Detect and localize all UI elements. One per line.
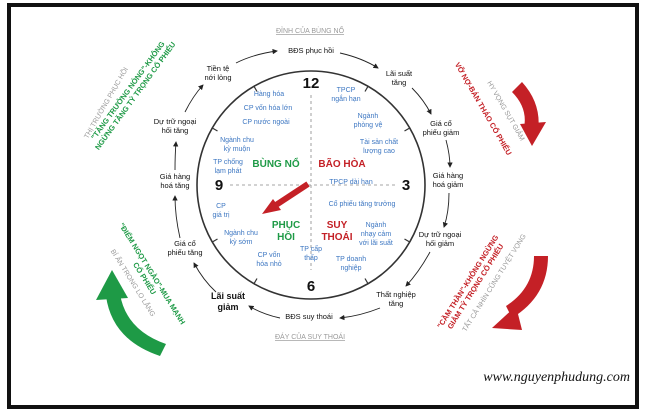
sector-rate-sensitive-3: với lãi suất [359,238,393,247]
sector-small-cap-1: CP vốn [258,250,281,259]
cycle-reserves-down-2: hối giảm [426,239,454,248]
peak-label: ĐỈNH CỦA BÙNG NỔ [276,26,345,35]
sector-long-gov-bonds: TPCP dài hạn [329,179,373,186]
sector-quality-assets-1: Tài sản chất [360,137,398,146]
sector-short-gov-bonds-1: TPCP [337,87,356,94]
quadrant-recovery-2: HỒI [277,230,295,243]
sector-defensive-1: Ngành [358,113,379,120]
sector-corporate-bonds-2: nghiệp [340,265,361,272]
cycle-commodities-up-1: Giá hàng [160,172,190,181]
sector-early-cycle-2: kỳ sớm [230,239,253,246]
cycle-monetary-easing-2: nới lỏng [204,73,231,82]
cycle-arrows [172,48,453,321]
sector-foreign-stocks: CP nước ngoài [242,119,290,126]
red-arrow-bottom-right [492,256,548,330]
cycle-real-estate-recovery: BĐS phục hồi [288,46,334,55]
cycle-commodities-down-1: Giá hàng [433,171,463,180]
cycle-commodities-up-2: hoá tăng [160,181,189,190]
cycle-reserves-up-1: Dự trữ ngoại [154,117,197,126]
clock-12: 12 [303,75,320,92]
sector-corporate-bonds-1: TP doanh [336,256,366,263]
trough-label: ĐÁY CỦA SUY THOÁI [275,332,345,341]
cycle-rates-up-2: tăng [392,78,407,87]
cycle-unemployment-up-1: Thất nghiệp [376,290,416,299]
cycle-real-estate-recession: BĐS suy thoái [285,312,333,321]
sector-low-grade-bonds-2: thấp [304,253,318,262]
quadrant-saturation: BÃO HÒA [318,157,365,170]
cycle-rates-down-1: Lãi suất [211,291,245,301]
sector-low-grade-bonds-1: TP cấp [300,244,322,253]
quadrant-recession-2: THOÁI [321,230,352,243]
quadrant-recovery-1: PHỤC [272,220,300,231]
cycle-stocks-down-1: Giá cổ [430,119,452,128]
clock-hand-arrow [262,181,310,214]
cycle-rates-up-1: Lãi suất [386,69,413,78]
clock-3: 3 [402,177,410,194]
cycle-reserves-up-2: hối tăng [162,126,189,135]
quadrant-boom: BÙNG NỔ [252,157,299,170]
cycle-rates-down-2: giảm [217,302,238,312]
sector-late-cycle-1: Ngành chu [220,137,254,144]
sector-value-stocks-1: CP [216,203,226,210]
sector-inflation-bonds-1: TP chống [213,157,243,166]
cycle-stocks-up-1: Giá cổ [174,239,196,248]
sector-small-cap-2: hóa nhỏ [256,260,281,268]
cycle-unemployment-up-2: tăng [389,299,404,308]
quadrant-recession-1: SUY [327,220,348,231]
sector-rate-sensitive-2: nhạy cảm [361,231,392,238]
sector-value-stocks-2: giá trị [212,212,230,219]
sector-late-cycle-2: kỳ muộn [224,146,251,153]
sector-defensive-2: phòng vệ [354,122,383,129]
sector-growth-stocks: Cổ phiếu tăng trưởng [329,199,396,208]
sector-short-gov-bonds-2: ngắn hạn [331,94,360,103]
sector-inflation-bonds-2: lạm phát [215,168,242,175]
sector-large-cap: CP vốn hóa lớn [244,103,293,112]
website-watermark: www.nguyenphudung.com [483,370,630,385]
cycle-monetary-easing-1: Tiền tệ [207,64,230,73]
cycle-stocks-down-2: phiếu giảm [423,128,460,137]
clock-6: 6 [307,278,315,295]
red-arrow-top-right [512,82,546,146]
sector-quality-assets-2: lượng cao [363,148,395,155]
sector-rate-sensitive-1: Ngành [366,222,387,229]
clock-9: 9 [215,177,223,194]
cycle-stocks-up-2: phiếu tăng [167,248,202,257]
sector-early-cycle-1: Ngành chu [224,230,258,237]
cycle-reserves-down-1: Dự trữ ngoại [419,230,462,239]
clock-ticks [212,86,410,284]
cycle-commodities-down-2: hoá giảm [433,180,464,189]
sector-commodities: Hàng hóa [254,91,284,98]
green-arrow-bottom-left [96,270,166,356]
